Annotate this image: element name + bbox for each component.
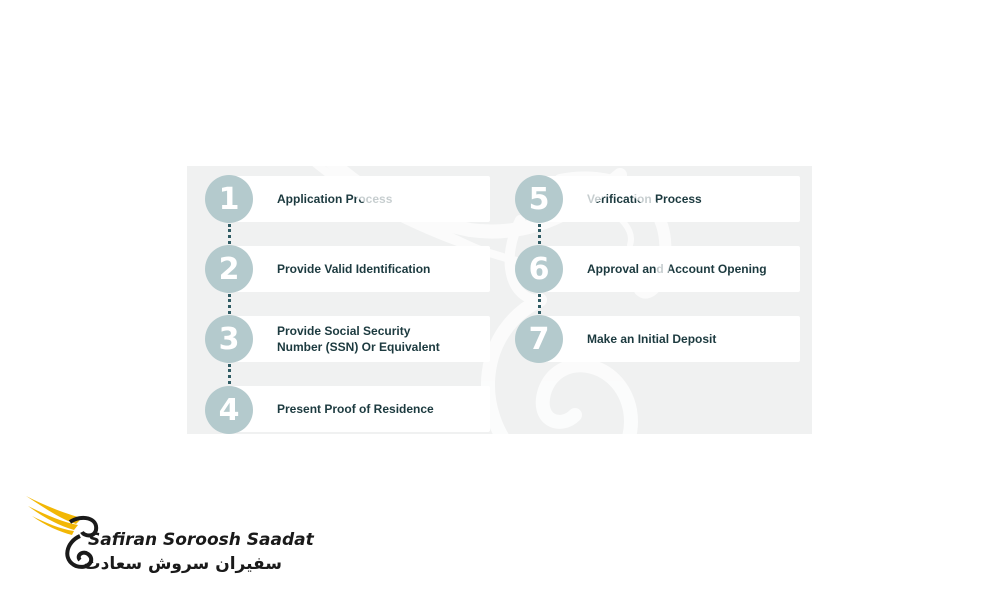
connector-2-3: [228, 294, 231, 314]
step-label-2: Provide Valid Identification: [277, 262, 431, 276]
step-card-1: Application Process: [232, 176, 490, 222]
step-card-5: Verification Process: [542, 176, 800, 222]
brand-name-persian: سفیران سروش سعادت: [83, 554, 282, 574]
step-number-5: 5: [515, 175, 563, 223]
step-card-7: Make an Initial Deposit: [542, 316, 800, 362]
step-number-4: 4: [205, 386, 253, 434]
step-label-4: Present Proof of Residence: [277, 402, 434, 416]
brand-logo-icon: [26, 496, 99, 569]
connector-1-2: [228, 224, 231, 244]
connector-5-6: [538, 224, 541, 244]
step-label-3: Provide Social Security Number (SSN) Or …: [277, 324, 440, 354]
step-label-5: Verification Process: [587, 192, 702, 206]
step-card-4: Present Proof of Residence: [232, 386, 490, 432]
step-label-6: Approval and Account Opening: [587, 262, 767, 276]
step-label-7: Make an Initial Deposit: [587, 332, 717, 346]
step-number-1: 1: [205, 175, 253, 223]
step-number-3: 3: [205, 315, 253, 363]
step-card-2: Provide Valid Identification: [232, 246, 490, 292]
connector-3-4: [228, 364, 231, 384]
step-card-6: Approval and Account Opening: [542, 246, 800, 292]
connector-6-7: [538, 294, 541, 314]
step-number-6: 6: [515, 245, 563, 293]
step-number-7: 7: [515, 315, 563, 363]
step-label-1: Application Process: [277, 192, 393, 206]
step-card-3: Provide Social Security Number (SSN) Or …: [232, 316, 490, 362]
brand-name: Safiran Soroosh Saadat: [88, 530, 314, 550]
step-number-2: 2: [205, 245, 253, 293]
